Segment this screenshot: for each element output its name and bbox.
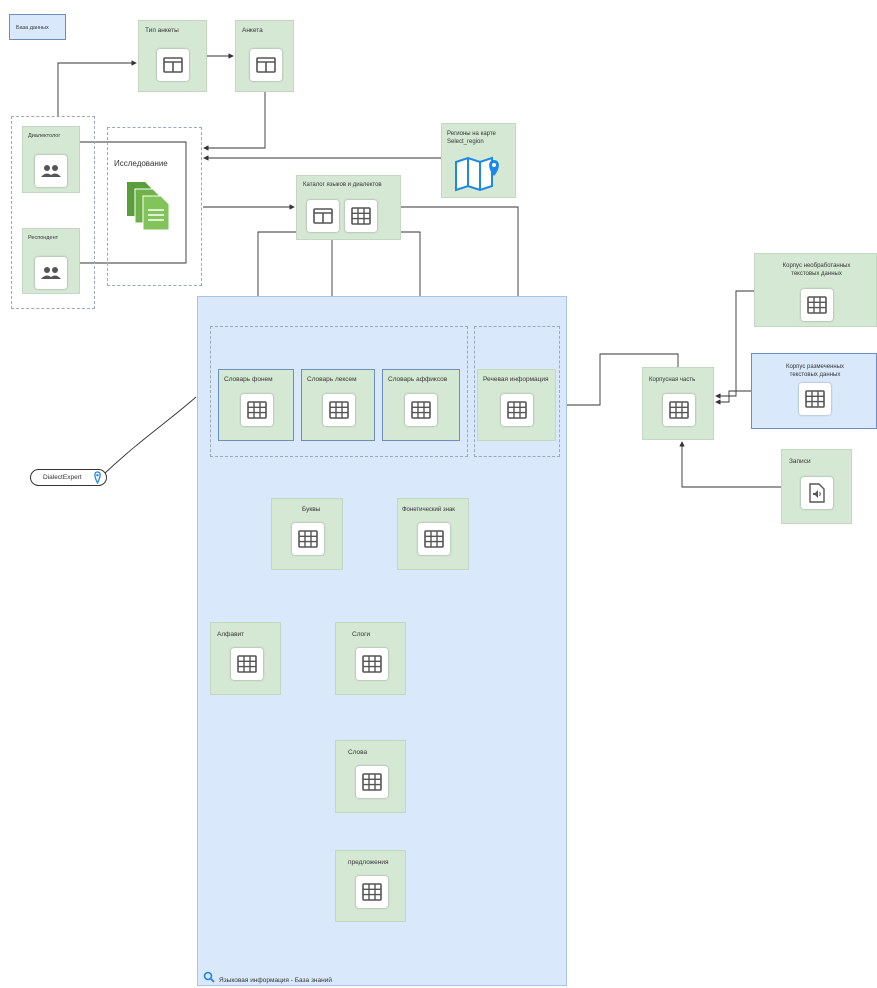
node-korpusnaya-label: Корпусная часть xyxy=(649,377,696,383)
node-slovar-fonem-label: Словарь фонем xyxy=(224,376,273,383)
edge-korpus-raw xyxy=(715,290,754,399)
node-predlozheniya-label: предложения xyxy=(348,859,389,866)
table-icon xyxy=(231,648,263,680)
node-slogi[interactable]: Слоги xyxy=(335,622,406,695)
table-icon xyxy=(345,200,377,232)
node-regiony-label: Регионы на карте Select_region xyxy=(447,131,496,145)
node-issledovanie-label: Исследование xyxy=(114,159,168,168)
table-icon xyxy=(241,394,273,426)
edge-zapisi-korpusnaya xyxy=(679,441,781,488)
node-alfavit-label: Алфавит xyxy=(217,631,245,638)
node-dialektolog[interactable]: Диалектолог xyxy=(22,126,80,193)
node-bukvy-label: Буквы xyxy=(302,506,321,513)
node-respondent-label: Респондент xyxy=(28,235,59,241)
knowledge-base-title-text: Языковая информация - База знаний xyxy=(219,977,332,984)
node-zapisi[interactable]: Записи xyxy=(781,449,852,524)
table-icon xyxy=(501,394,533,426)
dialectexpert-label: DialectExpert xyxy=(43,474,82,481)
map-icon xyxy=(454,156,504,192)
form-icon xyxy=(307,200,339,232)
users-icon xyxy=(35,155,67,187)
node-dialektolog-label: Диалектолог xyxy=(28,133,61,139)
table-icon xyxy=(323,394,355,426)
node-korpusnaya[interactable]: Корпусная часть xyxy=(642,367,714,440)
node-katalog[interactable]: Каталог языков и диалектов xyxy=(296,175,401,240)
table-icon xyxy=(405,394,437,426)
table-icon xyxy=(292,523,324,555)
edge-anketa-issledovanie xyxy=(203,92,266,151)
edge-korpusnaya-rechevaya xyxy=(557,353,679,408)
node-slovar-leksem[interactable]: Словарь лексем xyxy=(301,369,375,441)
node-anketa[interactable]: Анкета xyxy=(235,20,294,92)
magnifier-icon xyxy=(203,970,215,988)
location-pin-icon xyxy=(93,471,102,489)
node-zapisi-label: Записи xyxy=(789,458,811,465)
documents-icon xyxy=(123,180,173,232)
table-icon xyxy=(356,766,388,798)
audio-file-icon xyxy=(801,477,833,509)
node-slova-label: Слова xyxy=(348,749,368,756)
table-icon xyxy=(663,394,695,426)
node-bukvy[interactable]: Буквы xyxy=(271,498,343,570)
node-rechevaya-label: Речевая информация xyxy=(483,376,549,383)
form-icon xyxy=(157,49,189,81)
table-icon xyxy=(356,648,388,680)
legend-label: База данных xyxy=(16,25,49,31)
node-slovar-leksem-label: Словарь лексем xyxy=(307,376,357,383)
table-icon xyxy=(356,876,388,908)
table-icon xyxy=(799,383,831,415)
legend-database: База данных xyxy=(9,14,66,40)
table-icon xyxy=(418,523,450,555)
edge-participants-research xyxy=(80,141,187,264)
edge-dialektolog-tip xyxy=(57,60,137,116)
group-speech xyxy=(474,326,560,457)
group-participants xyxy=(11,116,95,309)
node-anketa-label: Анкета xyxy=(242,27,263,34)
dialectexpert-pill[interactable]: DialectExpert xyxy=(30,469,107,486)
node-regiony[interactable]: Регионы на карте Select_region xyxy=(441,123,516,198)
node-tip-ankety-label: Тип анкеты xyxy=(145,27,179,34)
node-slogi-label: Слоги xyxy=(352,631,371,638)
node-tip-ankety[interactable]: Тип анкеты xyxy=(138,20,207,92)
form-icon xyxy=(250,49,282,81)
node-rechevaya[interactable]: Речевая информация xyxy=(477,369,556,441)
node-korpus-raw-label: Корпус необработанных текстовых данных xyxy=(782,263,851,277)
node-foneticheskiy-label: Фонетический знак xyxy=(402,507,455,513)
node-slova[interactable]: Слова xyxy=(335,740,406,813)
edge-korpus-marked xyxy=(715,390,751,405)
node-predlozheniya[interactable]: предложения xyxy=(335,850,406,922)
node-slovar-affiksov-label: Словарь аффиксов xyxy=(388,376,448,383)
node-respondent[interactable]: Респондент xyxy=(22,228,80,294)
node-slovar-affiksov[interactable]: Словарь аффиксов xyxy=(382,369,460,441)
node-korpus-marked-label: Корпус размеченных текстовых данных xyxy=(785,364,845,378)
node-alfavit[interactable]: Алфавит xyxy=(210,622,281,695)
users-icon xyxy=(35,257,67,289)
edge-dialectexpert-kb xyxy=(103,396,197,475)
table-icon xyxy=(801,289,833,321)
node-slovar-fonem[interactable]: Словарь фонем xyxy=(218,369,294,441)
group-dictionaries xyxy=(210,326,468,457)
node-foneticheskiy[interactable]: Фонетический знак xyxy=(397,498,469,570)
node-korpus-raw[interactable]: Корпус необработанных текстовых данных xyxy=(754,253,877,327)
group-research xyxy=(107,127,202,286)
node-katalog-label: Каталог языков и диалектов xyxy=(303,182,382,188)
node-korpus-marked[interactable]: Корпус размеченных текстовых данных xyxy=(751,353,877,429)
